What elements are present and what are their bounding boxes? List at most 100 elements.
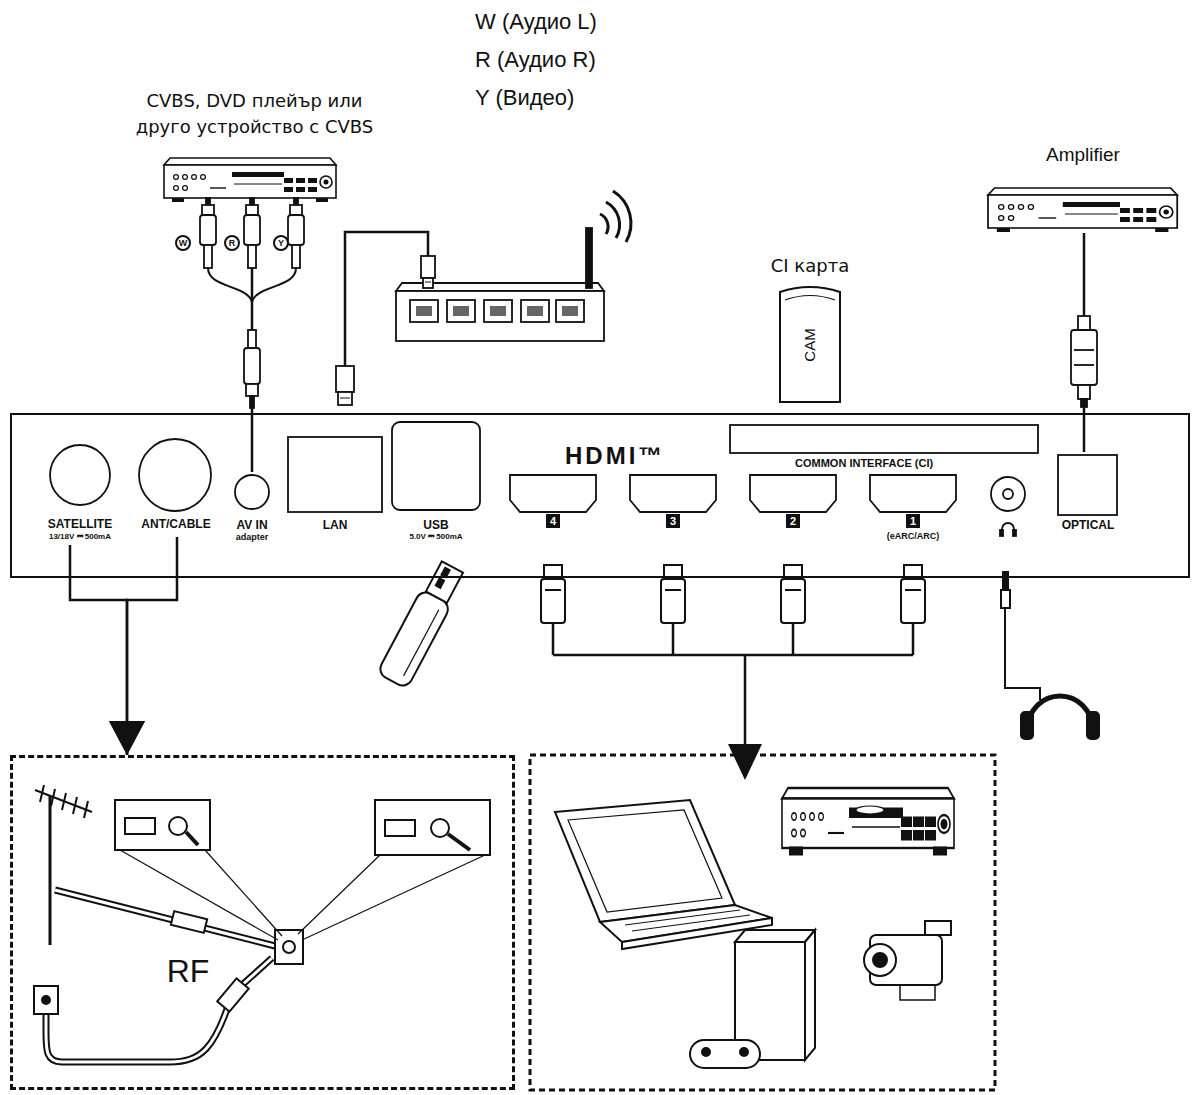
hdmi-cables bbox=[781, 579, 805, 623]
optical-plug bbox=[1078, 385, 1090, 399]
headphones bbox=[1003, 572, 1008, 590]
port-number: 2 bbox=[786, 514, 800, 528]
rca-plugs bbox=[290, 205, 302, 215]
rca-plugs bbox=[250, 198, 254, 205]
headphones bbox=[1028, 696, 1092, 728]
usb-stick bbox=[436, 578, 444, 587]
router-drawing bbox=[345, 191, 631, 368]
panel-connectors bbox=[1058, 455, 1117, 515]
rca-plugs bbox=[200, 215, 216, 245]
hdmi-devices-drawing bbox=[735, 930, 815, 942]
router-drawing bbox=[416, 306, 432, 316]
rf-wiring-drawing bbox=[169, 817, 187, 835]
panel-connectors bbox=[1002, 523, 1014, 533]
optical-plug bbox=[1074, 364, 1094, 366]
rca-cables bbox=[176, 236, 190, 250]
cable-letter: R bbox=[225, 236, 239, 250]
rca-plugs bbox=[250, 396, 254, 408]
router-drawing bbox=[562, 306, 578, 316]
hdmi-devices-drawing bbox=[702, 1048, 710, 1056]
rf-wiring-drawing bbox=[34, 785, 490, 1062]
usb-stick bbox=[404, 610, 439, 676]
hdmi-devices-drawing bbox=[856, 806, 884, 814]
hdmi-devices-drawing bbox=[622, 918, 772, 949]
hdmi-cables bbox=[905, 589, 921, 591]
rca-plugs bbox=[246, 205, 258, 215]
amplifier-drawing bbox=[988, 188, 1177, 232]
hdmi-devices-drawing bbox=[782, 788, 954, 854]
cable-connector bbox=[127, 537, 177, 755]
device-heading: CVBS, DVD плейър или друго устройство с … bbox=[122, 88, 387, 140]
rf-wiring-drawing bbox=[62, 793, 66, 810]
router-drawing bbox=[484, 300, 512, 322]
cable-connector bbox=[70, 545, 127, 755]
hdmi-devices-drawing bbox=[870, 935, 942, 985]
signal-legend-text: Y (Видео) bbox=[475, 85, 574, 111]
panel-connectors bbox=[1003, 489, 1013, 499]
hdmi-devices-drawing bbox=[632, 915, 750, 931]
rf-wiring-drawing bbox=[385, 820, 415, 836]
router-drawing bbox=[527, 306, 543, 316]
rf-wiring-drawing bbox=[375, 800, 490, 855]
lan-plugs bbox=[340, 398, 350, 399]
hdmi-cables bbox=[541, 579, 565, 623]
panel-connectors bbox=[1000, 530, 1003, 536]
hdmi-cables bbox=[545, 589, 561, 591]
panel-connectors bbox=[630, 475, 716, 512]
hdmi-devices-drawing bbox=[530, 755, 995, 1090]
rca-plugs bbox=[202, 205, 214, 215]
hdmi-cables bbox=[901, 579, 925, 623]
port-note: adapter bbox=[222, 532, 282, 543]
port-number: 4 bbox=[546, 514, 560, 528]
amplifier-drawing bbox=[988, 188, 1177, 232]
rca-plugs bbox=[200, 198, 304, 408]
rf-wiring-drawing bbox=[125, 818, 155, 834]
rf-wiring-drawing bbox=[186, 832, 198, 845]
headphones bbox=[1005, 608, 1040, 700]
panel-connectors bbox=[235, 475, 269, 509]
rf-wiring-drawing bbox=[283, 941, 295, 953]
hdmi-cables bbox=[541, 565, 925, 780]
device-heading: CI карта bbox=[750, 255, 870, 277]
rf-wiring-drawing bbox=[49, 796, 52, 945]
router-drawing bbox=[453, 306, 469, 316]
rf-wiring-drawing bbox=[73, 797, 77, 814]
port-rating: 13/18V ⎓ 500mA bbox=[30, 532, 130, 542]
hdmi-devices-drawing bbox=[864, 944, 896, 976]
rca-cables bbox=[252, 268, 296, 302]
hdmi-devices-drawing bbox=[740, 1048, 748, 1056]
optical-plug bbox=[1071, 316, 1097, 407]
hdmi-cables bbox=[664, 565, 682, 579]
hdmi-cables bbox=[544, 565, 562, 579]
port-number: 1 bbox=[906, 514, 920, 528]
amplifier: Amplifier bbox=[985, 143, 1181, 233]
ci-card-drawing bbox=[780, 287, 840, 402]
hdmi-port: 3 bbox=[625, 472, 721, 534]
panel-connectors bbox=[50, 445, 110, 505]
port-rating: 5.0V ⎓ 500mA bbox=[390, 532, 482, 542]
hdmi-cables bbox=[661, 579, 685, 623]
hdmi-cables bbox=[665, 589, 681, 591]
rf-connection-box: RF bbox=[10, 755, 515, 1090]
router-drawing bbox=[586, 228, 592, 288]
hdmi-cables bbox=[728, 744, 762, 780]
optical-plug bbox=[1071, 330, 1097, 385]
cable-letter: Y bbox=[274, 236, 288, 250]
rf-wiring-drawing bbox=[46, 958, 272, 1062]
panel-connectors bbox=[392, 422, 480, 510]
rca-plugs bbox=[244, 215, 260, 245]
router-drawing bbox=[613, 191, 631, 242]
optical-plug bbox=[1078, 316, 1090, 330]
rf-wiring-drawing bbox=[302, 855, 485, 940]
hdmi-devices-drawing bbox=[873, 953, 887, 967]
rca-cables bbox=[176, 236, 296, 302]
optical-plug bbox=[1074, 349, 1094, 351]
optical-port: OPTICAL bbox=[1052, 452, 1124, 537]
lan-port: LAN bbox=[287, 437, 383, 537]
lan-plugs bbox=[421, 256, 435, 278]
satellite-port: SATELLITE13/18V ⎓ 500mA bbox=[30, 440, 130, 545]
headphones bbox=[1087, 712, 1099, 739]
router-drawing bbox=[600, 214, 608, 234]
rf-wiring-drawing bbox=[35, 790, 92, 812]
